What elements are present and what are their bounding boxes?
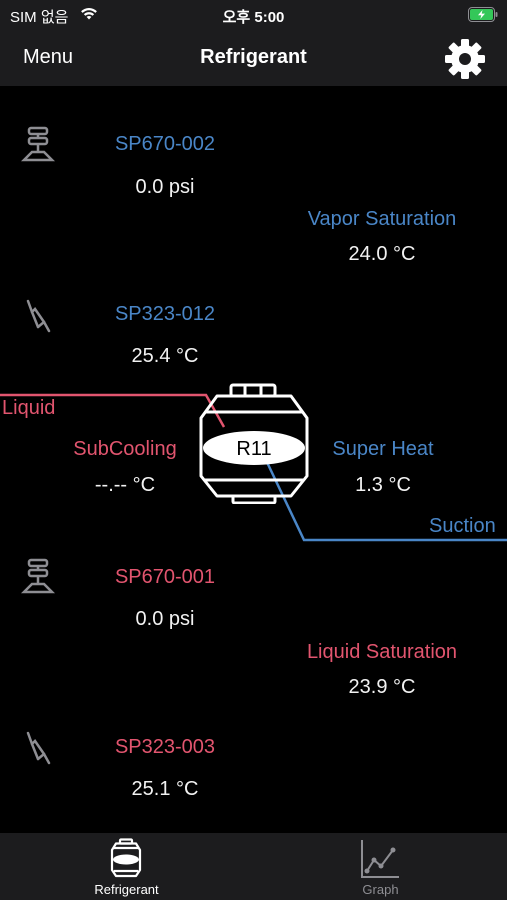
liquid-temp-value: 25.1 °C bbox=[131, 778, 199, 800]
vapor-temp-value: 25.4 °C bbox=[131, 345, 199, 367]
suction-line bbox=[263, 457, 507, 542]
tab-refrigerant[interactable]: Refrigerant bbox=[0, 833, 253, 900]
gear-icon[interactable] bbox=[443, 37, 487, 81]
carrier-label: SIM 없음 bbox=[10, 9, 69, 26]
vapor-saturation-value: 24.0 °C bbox=[348, 243, 416, 265]
superheat-label: Super Heat bbox=[332, 438, 434, 460]
tab-graph[interactable]: Graph bbox=[254, 833, 507, 900]
line-graph-icon bbox=[361, 840, 399, 878]
liquid-pressure-sensor-name[interactable]: SP670-001 bbox=[114, 566, 216, 588]
refrigerant-type-label: R11 bbox=[236, 438, 272, 460]
suction-line-label: Suction bbox=[429, 515, 496, 537]
menu-button[interactable]: Menu bbox=[23, 46, 74, 68]
refrigerant-view: SP670-002 0.0 psi Vapor Saturation 24.0 … bbox=[0, 86, 507, 833]
superheat-value: 1.3 °C bbox=[355, 474, 411, 496]
clock: 오후 5:00 bbox=[222, 9, 285, 26]
liquid-temp-sensor-name[interactable]: SP323-003 bbox=[114, 736, 216, 758]
navigation-bar: Menu Refrigerant bbox=[0, 30, 507, 86]
vapor-saturation-label: Vapor Saturation bbox=[307, 208, 457, 230]
battery-charging-icon bbox=[468, 7, 498, 22]
vapor-pressure-sensor-name[interactable]: SP670-002 bbox=[114, 133, 216, 155]
liquid-saturation-value: 23.9 °C bbox=[348, 676, 416, 698]
refrigerant-cylinder-icon bbox=[110, 838, 142, 878]
clamp-probe-icon bbox=[26, 299, 51, 333]
liquid-line-label: Liquid bbox=[2, 397, 56, 419]
pressure-gauge-icon bbox=[20, 558, 56, 594]
vapor-pressure-value: 0.0 psi bbox=[135, 176, 195, 198]
clamp-probe-icon bbox=[26, 731, 51, 765]
wifi-icon bbox=[81, 8, 97, 20]
subcooling-value: --.-- °C bbox=[94, 474, 156, 496]
status-bar: SIM 없음 오후 5:00 bbox=[0, 0, 507, 30]
tab-refrigerant-label: Refrigerant bbox=[94, 882, 159, 897]
tab-bar: Refrigerant Graph bbox=[0, 833, 507, 900]
liquid-pressure-value: 0.0 psi bbox=[135, 608, 195, 630]
page-title: Refrigerant bbox=[200, 46, 307, 68]
liquid-saturation-label: Liquid Saturation bbox=[306, 641, 458, 663]
tab-graph-label: Graph bbox=[362, 882, 399, 897]
subcooling-label: SubCooling bbox=[73, 438, 177, 460]
pipe-lines bbox=[0, 393, 507, 542]
vapor-temp-sensor-name[interactable]: SP323-012 bbox=[114, 303, 216, 325]
refrigerant-cylinder-icon[interactable] bbox=[195, 382, 313, 504]
pressure-gauge-icon bbox=[20, 126, 56, 162]
liquid-line bbox=[0, 393, 226, 428]
